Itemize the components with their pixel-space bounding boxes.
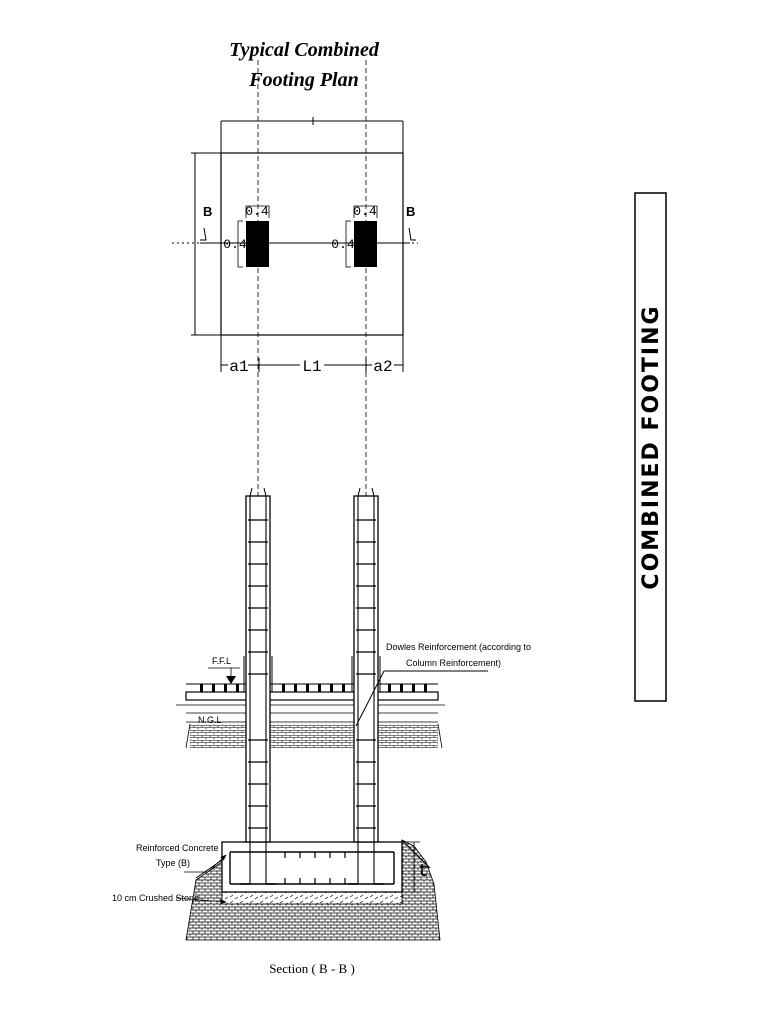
- dimension-a1-label: a1: [229, 358, 248, 376]
- column-left-depth-label: 0.4: [223, 237, 247, 252]
- section-marker-left: B: [203, 204, 212, 219]
- footing-thickness-label: t: [418, 862, 429, 882]
- section-arrow-left-icon: [200, 227, 207, 241]
- sheet-title-box: COMBINED FOOTING: [634, 192, 667, 702]
- column-right: [354, 221, 377, 267]
- section-view: t: [112, 487, 531, 976]
- column-right-width-label: 0.4: [353, 204, 377, 219]
- dimension-a2-label: a2: [373, 358, 392, 376]
- section-marker-right: B: [406, 204, 415, 219]
- ground-slab: [185, 691, 439, 701]
- section-caption: Section ( B - B ): [269, 961, 355, 976]
- rc-note-line2: Type (B): [156, 858, 190, 868]
- column-right-depth-label: 0.4: [331, 237, 355, 252]
- slab-bars: [200, 684, 427, 692]
- dowels-note-line2: Column Reinforcement): [406, 658, 501, 668]
- column-left: [246, 221, 269, 267]
- rc-note-line1: Reinforced Concrete: [136, 843, 219, 853]
- column-left-width-label: 0.4: [245, 204, 269, 219]
- plan-title-line2: Footing Plan: [248, 69, 358, 91]
- section-column-left: [245, 487, 271, 884]
- sheet-title: COMBINED FOOTING: [639, 304, 664, 589]
- section-column-right: [353, 487, 379, 884]
- crushed-stone-layer: [221, 891, 403, 905]
- natural-ground-hatch: [190, 724, 438, 748]
- crushed-stone-note: 10 cm Crushed Stone: [112, 893, 199, 903]
- plan-title-line1: Typical Combined: [229, 39, 380, 61]
- section-arrow-right-icon: [408, 227, 416, 241]
- ngl-label: N.G.L: [198, 715, 222, 725]
- dimension-L1-label: L1: [302, 358, 321, 376]
- plan-view: Typical Combined Footing Plan B B 0.4 0.…: [172, 39, 418, 376]
- footing-outline: [220, 152, 404, 336]
- ffl-label: F.F.L: [212, 656, 231, 666]
- ffl-level-icon: [226, 676, 236, 684]
- dowels-note-line1: Dowles Reinforcement (according to: [386, 642, 531, 652]
